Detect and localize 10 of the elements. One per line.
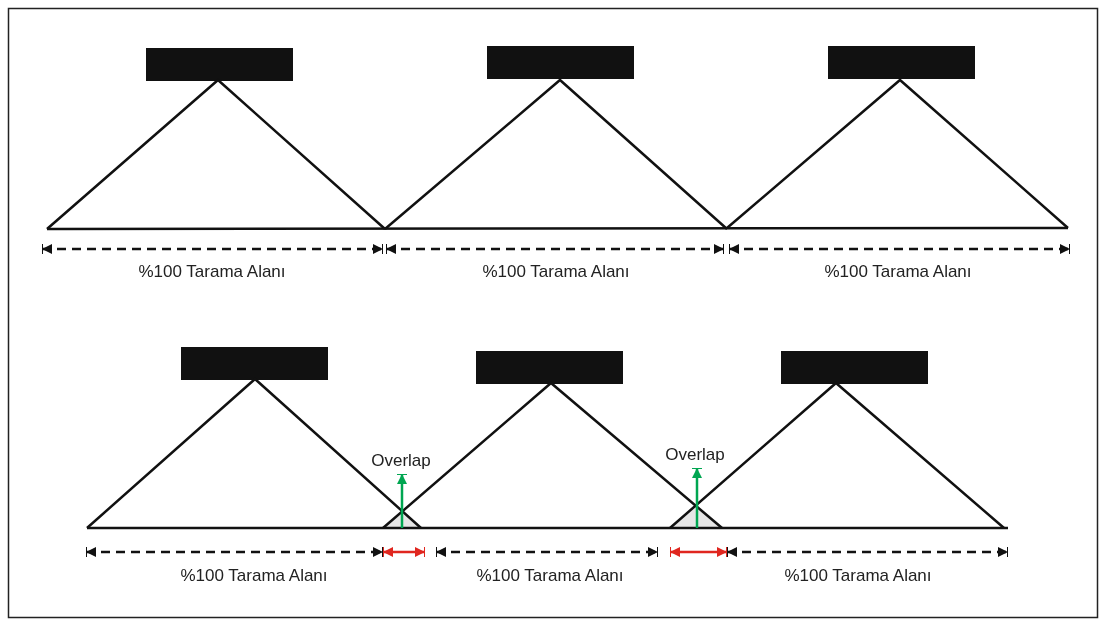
range-label: %100 Tarama Alanı <box>475 565 625 587</box>
range-label: %100 Tarama Alanı <box>137 261 287 283</box>
range-label: %100 Tarama Alanı <box>179 565 329 587</box>
range-label: %100 Tarama Alanı <box>823 261 973 283</box>
overlap-label: Overlap <box>362 450 440 472</box>
overlap-label: Overlap <box>656 444 734 466</box>
range-label: %100 Tarama Alanı <box>783 565 933 587</box>
arrow <box>691 467 703 528</box>
arrow <box>396 473 408 528</box>
range-label: %100 Tarama Alanı <box>481 261 631 283</box>
